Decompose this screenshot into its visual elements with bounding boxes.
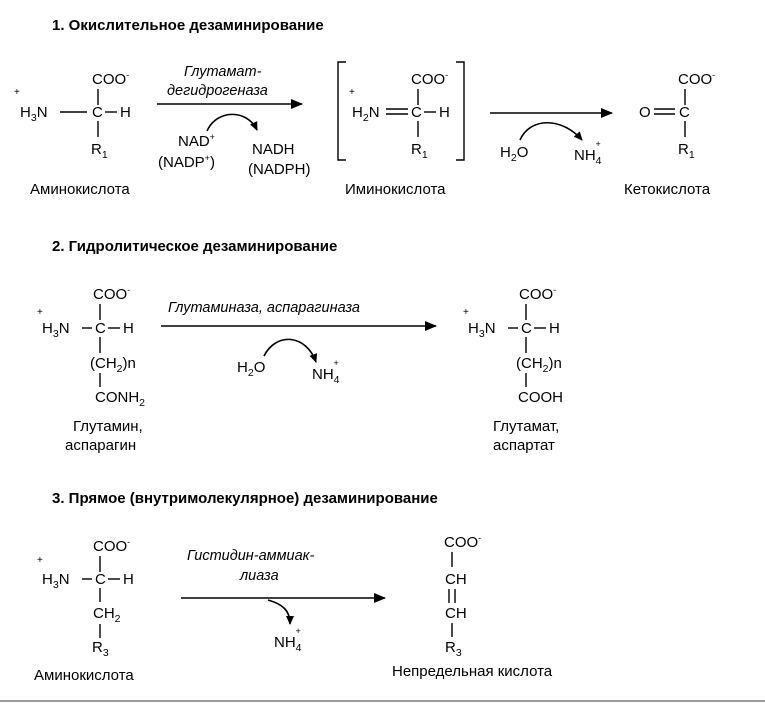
ch2-group: CH2: [93, 605, 121, 625]
ch2-n-group: (CH2)n: [90, 355, 136, 375]
hydrogen: H: [549, 320, 560, 337]
ammonium: NH4+: [274, 626, 302, 654]
coo-group: COO-: [519, 285, 556, 303]
h3n-group: H3N: [42, 571, 70, 591]
r1-group: R1: [411, 141, 428, 161]
water-curved-arrow: [263, 338, 318, 363]
alpha-carbon: C: [95, 571, 106, 588]
coo-group: COO-: [411, 70, 448, 88]
right-bracket: [456, 61, 465, 161]
cooh-group: COOH: [518, 389, 563, 406]
ammonium: NH4+: [312, 358, 340, 386]
h3n-group: H3N: [20, 104, 48, 124]
coo-group: COO-: [678, 70, 715, 88]
alpha-carbon: C: [521, 320, 532, 337]
hydrogen: H: [120, 104, 131, 121]
left-bracket: [337, 61, 346, 161]
water: H2O: [237, 359, 265, 379]
substrate-label-line2: аспарагин: [65, 437, 136, 454]
water-curved-arrow: [519, 121, 583, 141]
hydrogen: H: [123, 571, 134, 588]
substrate-label: Аминокислота: [34, 667, 134, 684]
enzyme-glutaminase: Глутаминаза, аспарагиназа: [168, 300, 360, 316]
conh2-group: CONH2: [95, 389, 145, 409]
section-3-title: 3. Прямое (внутримолекулярное) дезаминир…: [52, 490, 438, 507]
product-label-line2: аспартат: [493, 437, 555, 454]
ammonium-curved-arrow: [267, 599, 294, 625]
water: H2O: [500, 144, 528, 164]
product-label: Кетокислота: [624, 181, 711, 198]
hydrogen: H: [439, 104, 450, 121]
enzyme-glutamate-dh-line1: Глутамат-: [184, 64, 262, 80]
substrate-label: Аминокислота: [30, 181, 130, 198]
h3n-group: H3N: [468, 320, 496, 340]
hydrogen: H: [123, 320, 134, 337]
alpha-carbon: C: [679, 104, 690, 121]
r1-group: R1: [91, 141, 108, 161]
plus-sign: +: [349, 87, 355, 98]
cofactor-curved-arrow: [206, 113, 258, 132]
coo-group: COO-: [93, 537, 130, 555]
amino-acid-structure: + COO- H3N C H CH2 R3: [37, 537, 134, 659]
unsaturated-acid-structure: COO- CH CH R3: [444, 533, 481, 659]
enzyme-histidase-line2: лиаза: [239, 568, 279, 584]
intermediate-label: Иминокислота: [345, 181, 446, 198]
alpha-carbon: C: [95, 320, 106, 337]
h2n-group: H2N: [352, 104, 380, 124]
h3n-group: H3N: [42, 320, 70, 340]
alpha-carbon: C: [92, 104, 103, 121]
cofactor-nad: NAD+: [178, 132, 215, 150]
product-label-line1: Глутамат,: [493, 418, 559, 435]
coo-group: COO-: [93, 285, 130, 303]
alpha-carbon: C: [411, 104, 422, 121]
enzyme-glutamate-dh-line2: дегидрогеназа: [167, 83, 268, 99]
imino-acid-structure: + COO- H2N C H R1: [349, 70, 450, 161]
ammonium: NH4+: [574, 139, 602, 167]
product-label: Непредельная кислота: [392, 663, 553, 680]
enzyme-histidase-line1: Гистидин-аммиак-: [187, 548, 315, 564]
oxygen: O: [639, 104, 651, 121]
cofactor-nadph: (NADPH): [248, 161, 311, 178]
glutamate-structure: + COO- H3N C H (CH2)n COOH: [463, 285, 563, 406]
ch2-n-group: (CH2)n: [516, 355, 562, 375]
amino-acid-structure: + COO- H3N C H R1: [14, 70, 131, 161]
plus-sign: +: [37, 307, 43, 318]
r3-group: R3: [445, 639, 462, 659]
keto-acid-structure: COO- O C R1: [639, 70, 715, 161]
r3-group: R3: [92, 639, 109, 659]
coo-group: COO-: [92, 70, 129, 88]
plus-sign: +: [463, 307, 469, 318]
substrate-label-line1: Глутамин,: [73, 418, 143, 435]
plus-sign: +: [14, 87, 20, 98]
ch-group: CH: [445, 605, 467, 622]
cofactor-nadp: (NADP+): [158, 153, 215, 171]
glutamine-structure: + COO- H3N C H (CH2)n CONH2: [37, 285, 145, 409]
section-2-title: 2. Гидролитическое дезаминирование: [52, 238, 337, 255]
plus-sign: +: [37, 555, 43, 566]
coo-group: COO-: [444, 533, 481, 551]
cofactor-nadh: NADH: [252, 141, 295, 158]
section-1-title: 1. Окислительное дезаминирование: [52, 17, 324, 34]
ch-group: CH: [445, 571, 467, 588]
r1-group: R1: [678, 141, 695, 161]
